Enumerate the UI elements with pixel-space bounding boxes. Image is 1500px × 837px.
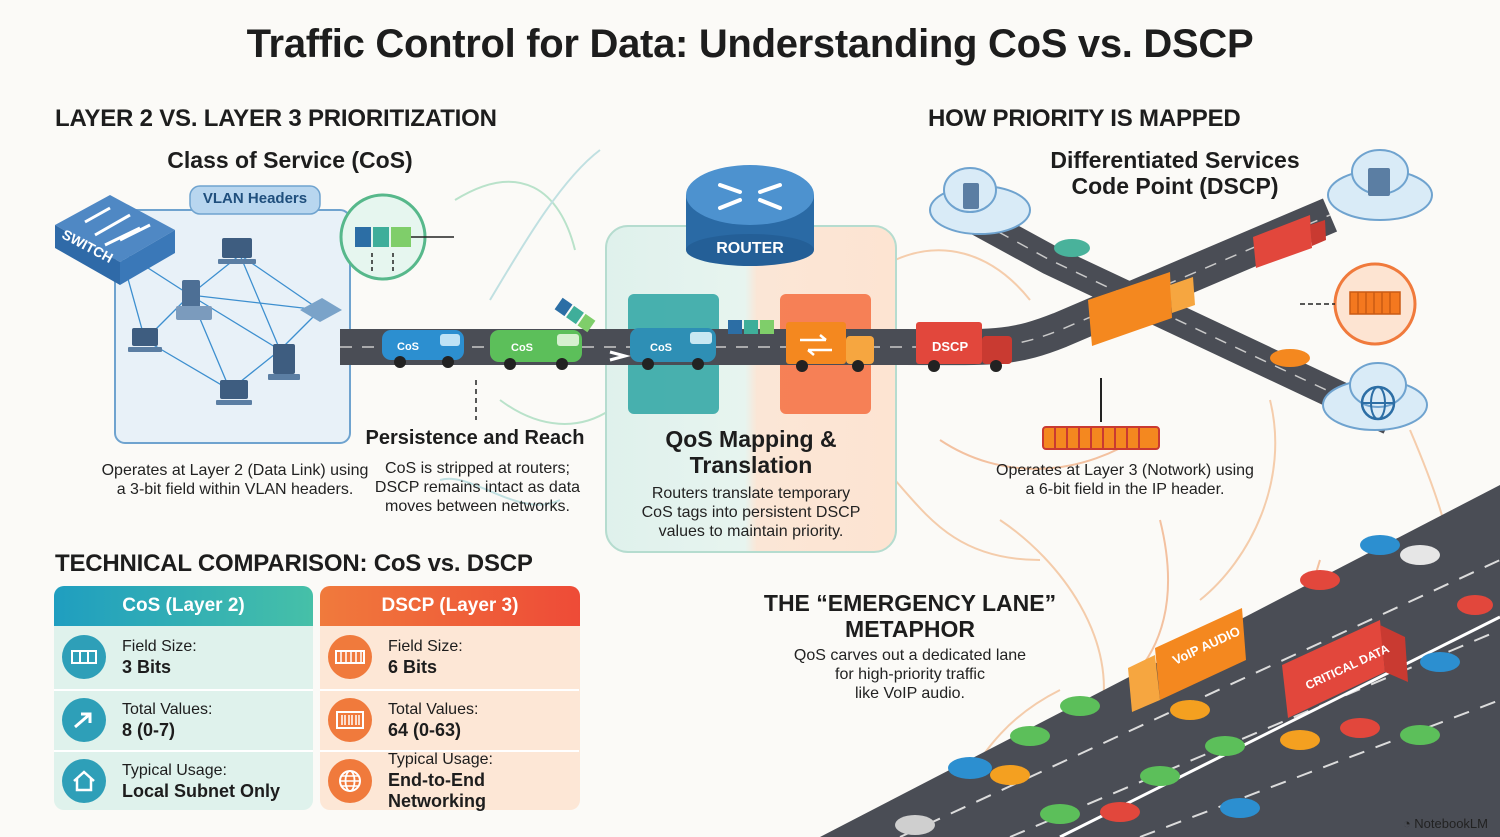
metaphor-title: THE “EMERGENCY LANE”METAPHOR [763,590,1057,642]
cos-van-3-tag: CoS [650,342,672,354]
notebooklm-logo-icon: ◔ [1402,816,1415,831]
dscp-truck-tag: DSCP [932,339,969,354]
bits-icon [62,635,106,679]
dscp-column-header: DSCP (Layer 3) [320,586,580,626]
traffic-cars [895,535,1493,835]
router-icon [686,165,814,266]
cos-tag-middle [728,320,774,334]
dscp-usage-row: Typical Usage:End-to-End Networking [320,750,579,811]
persistence-description: CoS is stripped at routers;DSCP remains … [374,460,581,515]
cloud-globe [1322,362,1428,431]
cos-van-1-tag: CoS [397,341,419,353]
bits-icon [328,635,372,679]
dscp-column: DSCP (Layer 3) Field Size:6 Bits Total V… [320,586,580,811]
persistence-title: Persistence and Reach [365,427,585,449]
dscp-truck [916,322,1012,372]
qos-mapping-title: QoS Mapping &Translation [665,426,837,478]
vlan-header-tag [189,185,321,215]
vlan-headers-label: VLAN Headers [202,190,308,207]
voip-truck [1128,608,1246,712]
cos-usage-row: Typical Usage:Local Subnet Only [54,750,313,810]
cos-column-header: CoS (Layer 2) [54,586,313,626]
dscp-field-small [1349,291,1401,315]
cos-field-size-row: Field Size:3 Bits [54,628,313,686]
dscp-6bit-field [1042,426,1160,450]
comparison-heading: TECHNICAL COMPARISON: CoS vs. DSCP [55,550,533,577]
small-cars-crossing [1054,239,1310,367]
arrow-icon [62,698,106,742]
globe-icon [328,759,372,803]
cos-column: CoS (Layer 2) Field Size:3 Bits Total Va… [54,586,313,810]
switch-icon [55,195,175,285]
critical-data-truck [1282,620,1408,718]
barcode-icon [328,698,372,742]
home-icon [62,759,106,803]
cos-total-values-row: Total Values:8 (0-7) [54,689,313,749]
cos-van-1 [382,330,464,368]
cloud-server-right [1327,149,1433,221]
cos-title: Class of Service (CoS) [167,147,413,173]
cos-van-3 [630,328,716,370]
cos-van-2 [490,330,582,370]
page-title: Traffic Control for Data: Understanding … [246,22,1254,66]
translation-truck [786,322,874,372]
dscp-total-values-row: Total Values:64 (0-63) [320,689,579,749]
comparison-table: CoS (Layer 2) Field Size:3 Bits Total Va… [54,586,580,811]
network-devices [128,238,342,405]
right-section-heading: HOW PRIORITY IS MAPPED [928,105,1241,132]
red-truck-top [1253,215,1326,268]
tag-stripped-icon [554,297,596,333]
router-label: ROUTER [716,240,784,257]
cloud-server-left [929,167,1031,235]
brand-label: ◔ NotebookLM [1402,816,1488,831]
cos-3bit-field [355,227,411,247]
orange-container-truck [1088,272,1195,346]
left-section-heading: LAYER 2 VS. LAYER 3 PRIORITIZATION [55,105,497,132]
dscp-field-size-row: Field Size:6 Bits [320,628,579,686]
cos-van-2-tag: CoS [511,342,533,354]
